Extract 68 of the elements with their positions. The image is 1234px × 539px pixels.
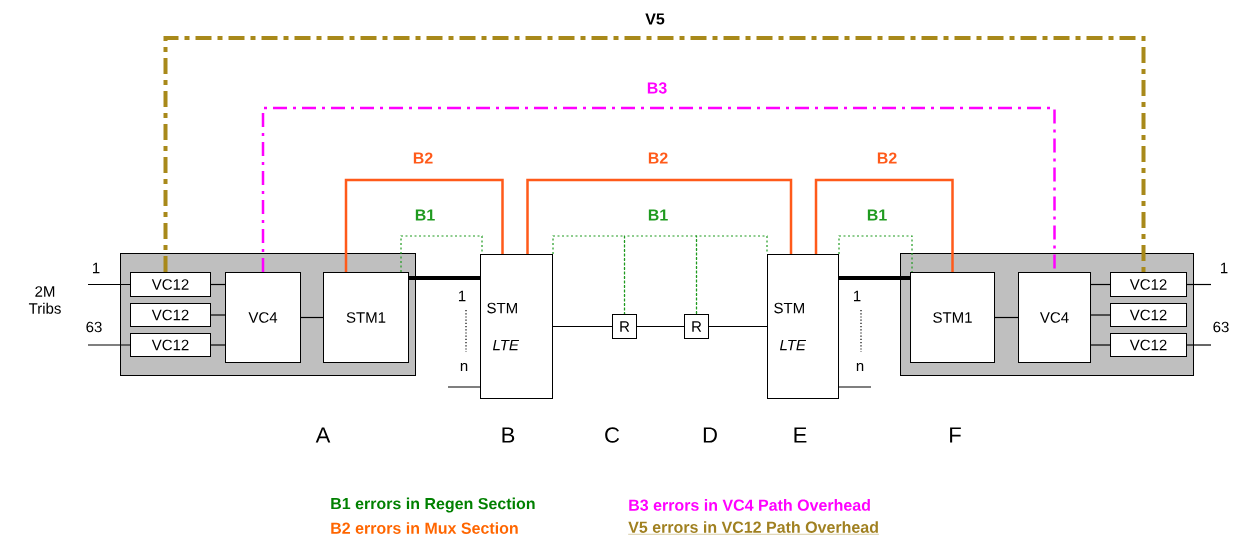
site-letter: A (315, 427, 331, 443)
container-box: VC4 (225, 272, 301, 363)
site-letter: F (950, 427, 961, 443)
error-path (400, 235, 483, 273)
link-line (994, 316, 1019, 319)
site-letter: E (794, 427, 807, 443)
legend-entry: B1 errors in Regen Section (331, 497, 535, 513)
optical-link (839, 276, 910, 280)
port-label: 63 (86, 321, 102, 333)
optical-link (409, 276, 480, 280)
error-path (814, 178, 954, 272)
error-path (838, 235, 913, 273)
port-label: 1 (854, 290, 861, 302)
legend-entry: B3 errors in VC4 Path Overhead (629, 499, 870, 511)
container-box: VC12 (1110, 303, 1187, 327)
link-line (210, 314, 226, 316)
edge-label: B1 (413, 208, 437, 222)
link-line (1090, 344, 1111, 346)
regenerator-box: R (612, 314, 637, 339)
legend-entry: V5 errors in VC12 Path Overhead (628, 521, 880, 535)
error-path (261, 106, 1056, 272)
container-box: STM1 (323, 272, 409, 363)
container-box: VC4 (1018, 272, 1091, 363)
edge-label: B2 (875, 151, 899, 165)
port-label: 1 (93, 262, 100, 274)
link-line (210, 344, 226, 346)
edge-label: B1 (646, 208, 670, 222)
link-line (1090, 314, 1111, 316)
error-path (623, 235, 698, 315)
link-line (1186, 344, 1212, 346)
site-letter: D (703, 427, 717, 443)
terminal-box: STM LTE (480, 254, 553, 399)
container-box: STM1 (910, 272, 995, 363)
link-line (447, 386, 481, 388)
link-line (838, 386, 872, 388)
edge-label: B2 (411, 151, 435, 165)
terminal-box: STM LTE (767, 254, 839, 399)
container-box: VC12 (130, 303, 211, 327)
edge-label: B1 (865, 208, 889, 222)
port-label: 2M Tribs (28, 286, 61, 314)
regenerator-box: R (684, 314, 709, 339)
link-line (1090, 283, 1111, 286)
container-box: VC12 (1110, 272, 1187, 297)
error-path (695, 235, 768, 315)
link-line (87, 283, 131, 286)
legend-entry: B2 errors in Mux Section (331, 522, 518, 534)
link-line (210, 283, 226, 286)
link-line (300, 316, 324, 319)
container-box: VC12 (1110, 333, 1187, 357)
port-label: 63 (1213, 321, 1229, 333)
site-letter: B (502, 427, 515, 443)
port-label: n (856, 363, 864, 372)
container-box: VC12 (130, 272, 211, 297)
error-path (526, 178, 793, 254)
port-label: 1 (1221, 262, 1228, 274)
edge-label: B2 (646, 151, 670, 165)
site-letter: C (605, 427, 620, 443)
port-label: 1 (459, 290, 466, 302)
error-path (344, 178, 504, 272)
link-line (636, 325, 685, 328)
link-line (87, 344, 131, 346)
edge-label: V5 (644, 12, 666, 26)
error-path (163, 36, 1146, 272)
link-line (708, 325, 768, 328)
edge-label: B3 (645, 81, 669, 95)
link-line (1186, 283, 1212, 286)
container-box: VC12 (130, 333, 211, 357)
link-line (552, 325, 613, 328)
